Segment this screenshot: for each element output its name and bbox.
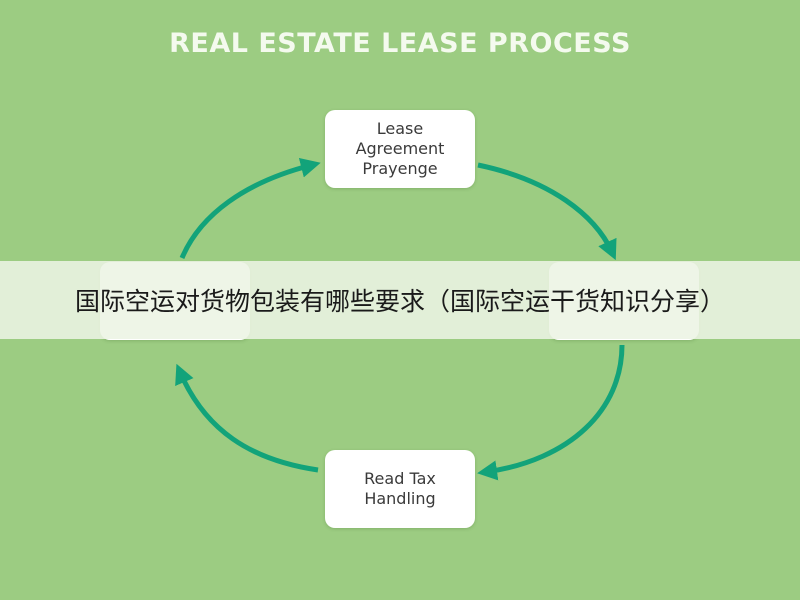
arrow-left-to-top <box>179 158 321 259</box>
arrow-bottom-to-left <box>175 363 319 473</box>
arrow-right-to-bottom <box>477 344 625 481</box>
diagram-title: REAL ESTATE LEASE PROCESS <box>169 28 631 59</box>
overlay-banner: 国际空运对货物包装有哪些要求（国际空运干货知识分享） <box>0 261 800 339</box>
arrow-top-to-right <box>477 162 617 261</box>
node-tax-handling: Read Tax Handling <box>325 450 475 528</box>
node-lease-agreement: Lease Agreement Prayenge <box>325 110 475 188</box>
